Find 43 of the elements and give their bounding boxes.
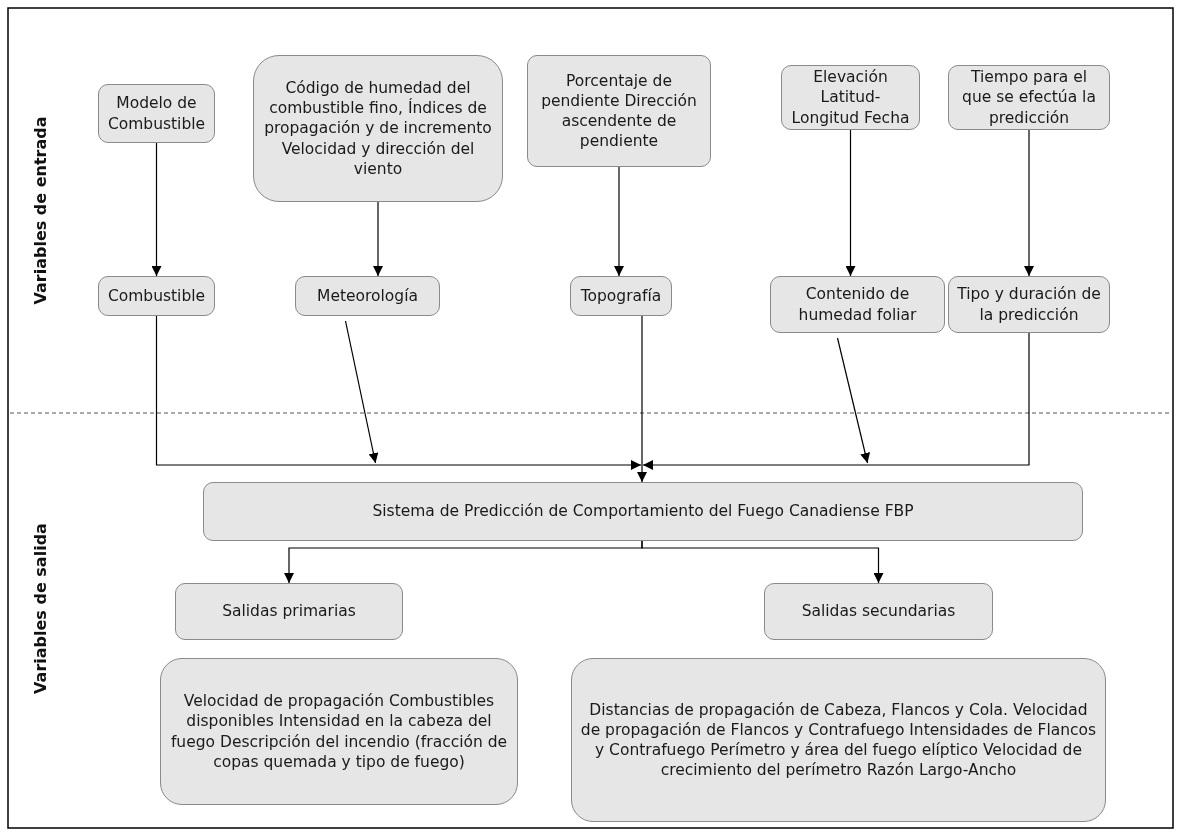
arrow (642, 332, 1030, 470)
process-box (98, 276, 215, 316)
node-text: Meteorología (317, 285, 418, 307)
process-box (98, 84, 215, 143)
arrow (614, 166, 624, 277)
node-text: Tiempo para el que se efectúa la predicción (961, 67, 1097, 128)
process-box (160, 658, 518, 805)
arrow (373, 201, 383, 277)
node-text: Velocidad de propagación Combustibles disponibles Intensidad en la cabeza del fuego Descripción del incendio (fracción de copas quemada y tipo de fuego) (169, 691, 509, 772)
node-text: Distancias de propagación de Cabeza, Flancos y Cola. Velocidad de propagación de Flancos y Contrafuego Intensidades de Flancos y Contrafuego Perímetro y área del fuego elíptico Velocidad de crecimiento del perímetro Razón Largo-Ancho (579, 699, 1098, 781)
process-box (781, 65, 920, 130)
node-text: Sistema de Predicción de Comportamiento del Fuego Canadiense FBP (372, 501, 914, 522)
arrow (637, 315, 647, 483)
arrow (641, 540, 884, 584)
process-box (764, 583, 993, 640)
node-text: Salidas secundarias (801, 601, 956, 622)
arrow (845, 129, 856, 277)
arrow (1024, 129, 1034, 277)
process-box (253, 55, 503, 202)
system-box (203, 482, 1083, 541)
node-text: Código de humedad del combustible fino, Índices de propagación y de incremento Velocidad y dirección del viento (263, 78, 493, 179)
process-box (527, 55, 711, 167)
node-text: Salidas primarias (222, 601, 356, 622)
node-text: Tipo y duración de la predicción (956, 284, 1102, 325)
node-text: Elevación Latitud-Longitud Fecha (790, 67, 911, 128)
process-box (948, 65, 1110, 130)
node-text: Contenido de humedad foliar (797, 284, 918, 325)
process-box (948, 276, 1110, 333)
process-box (570, 276, 672, 316)
process-box (770, 276, 945, 333)
arrow (155, 315, 642, 470)
node-text: Topografía (580, 285, 662, 307)
node-text: Combustible (107, 285, 206, 307)
node-text: Porcentaje de pendiente Dirección ascendente de pendiente (540, 70, 698, 152)
process-box (175, 583, 403, 640)
process-box (571, 658, 1106, 822)
section-label: Variables de entrada (30, 115, 50, 305)
process-box (295, 276, 440, 316)
arrow (344, 320, 379, 464)
section-label: Variables de salida (30, 522, 50, 694)
arrow (836, 337, 871, 464)
node-text: Modelo de Combustible (106, 93, 207, 134)
arrow (151, 142, 162, 277)
